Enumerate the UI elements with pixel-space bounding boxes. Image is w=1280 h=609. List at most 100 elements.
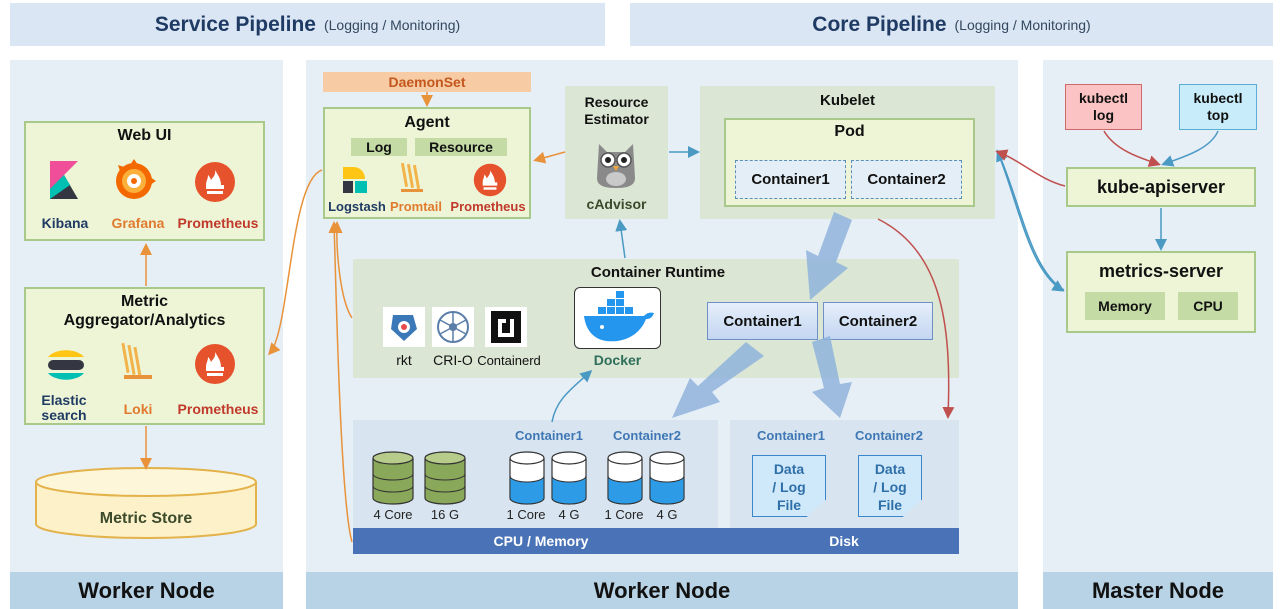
promtail-icon: [400, 162, 423, 192]
middle-worker-footer: Worker Node: [306, 572, 1018, 609]
resources-container2-label: Container2: [613, 428, 681, 443]
cpu-total-label: 4 Core: [373, 507, 413, 522]
grafana-icon: [116, 159, 156, 199]
left-worker-footer: Worker Node: [10, 572, 283, 609]
arrow-pod-to-disk: [877, 218, 955, 419]
metric-store-cylinder: [35, 467, 257, 539]
resource-estimator-box: Resource Estimator cAdvisor: [565, 86, 668, 219]
pod-title: Pod: [834, 123, 865, 140]
cpu-memory-bar: CPU / Memory: [353, 528, 729, 554]
metrics-cpu-tag: CPU: [1178, 292, 1238, 320]
agent-box: Agent Log Resource Logstash Promtail Pro…: [323, 107, 531, 219]
core-pipeline-title: Core Pipeline: [812, 12, 947, 36]
prometheus-icon-webui: [195, 162, 235, 202]
disk-container2-label: Container2: [855, 428, 923, 443]
metric-store-label: Metric Store: [99, 510, 193, 527]
container2-memory-cylinder: [649, 451, 685, 505]
cpu-cylinder: [372, 451, 414, 505]
disk-file1-line3: File: [776, 497, 802, 513]
disk-file2-line2: / Log: [873, 479, 907, 495]
arrow-runtime-to-cadvisor: [615, 219, 628, 259]
daemonset-bar: DaemonSet: [323, 72, 531, 92]
kubectl-log-box: kubectl log: [1065, 84, 1142, 130]
disk-bar: Disk: [729, 528, 959, 554]
disk-container1-file: Data / Log File: [752, 455, 826, 517]
prometheus-icon-metric: [195, 344, 235, 384]
arrow-metrics-to-kubelet: [996, 149, 1065, 291]
disk-file2-line3: File: [877, 497, 903, 513]
cadvisor-owl-icon: [597, 144, 635, 188]
metric-aggregator-box: Metric Aggregator/Analytics Elastic sear…: [24, 287, 265, 425]
core-pipeline-subtitle: (Logging / Monitoring): [954, 16, 1091, 33]
container1-cpu-label: 1 Core: [506, 507, 546, 522]
logstash-icon: [343, 167, 367, 193]
cri-o-label: CRI-O: [433, 352, 473, 368]
container2-memory-label: 4 G: [656, 507, 678, 522]
disk-file2-line1: Data: [874, 461, 906, 477]
agent-log-tag: Log: [351, 138, 407, 156]
container2-cpu-cylinder: [607, 451, 643, 505]
agent-resource-tag: Resource: [415, 138, 507, 156]
grafana-label: Grafana: [111, 215, 165, 231]
metric-aggregator-title-line1: Metric: [120, 293, 169, 310]
prometheus-label-webui: Prometheus: [177, 215, 259, 231]
containerd-label: Containerd: [477, 353, 541, 368]
container2-cpu-label: 1 Core: [604, 507, 644, 522]
prometheus-label-metric: Prometheus: [177, 401, 259, 417]
kubectl-top-line2: top: [1207, 107, 1229, 123]
container1-memory-cylinder: [551, 451, 587, 505]
service-pipeline-title: Service Pipeline: [154, 12, 316, 36]
disk-file1-line1: Data: [773, 461, 805, 477]
runtime-container1: Container1: [707, 302, 818, 340]
web-ui-box: Web UI Kibana Grafana Prometheus: [24, 121, 265, 241]
arrow-kubectl-top-to-apiserver: [1161, 130, 1219, 167]
prometheus-icon-agent: [473, 163, 507, 197]
memory-total-label: 16 G: [430, 507, 460, 522]
arrow-agent-to-metric: [268, 169, 323, 356]
rkt-label: rkt: [396, 352, 412, 368]
pod-container2: Container2: [851, 160, 962, 199]
container1-memory-label: 4 G: [558, 507, 580, 522]
cri-o-icon: [432, 307, 474, 347]
kibana-label: Kibana: [41, 215, 89, 231]
arrow-kubectl-log-to-apiserver: [1103, 130, 1161, 167]
service-pipeline-banner: Service Pipeline (Logging / Monitoring): [10, 3, 605, 46]
kubectl-top-box: kubectl top: [1179, 84, 1257, 130]
loki-icon: [121, 342, 152, 379]
resource-estimator-title-line1: Resource: [584, 94, 649, 110]
prometheus-label-agent: Prometheus: [450, 199, 526, 214]
arrow-apiserver-to-kubelet: [995, 149, 1066, 187]
kube-apiserver-box: kube-apiserver: [1066, 167, 1256, 207]
big-arrow-runtime-to-cpu: [672, 342, 764, 418]
resource-estimator-title-line2: Estimator: [584, 111, 649, 127]
memory-cylinder: [424, 451, 466, 505]
kubelet-title: Kubelet: [819, 92, 875, 109]
kubectl-log-line2: log: [1093, 107, 1114, 123]
docker-label: Docker: [593, 352, 642, 368]
kubectl-top-line1: kubectl: [1193, 90, 1243, 106]
metrics-server-title: metrics-server: [1098, 261, 1224, 281]
arrow-cpu-to-docker: [551, 369, 593, 423]
cadvisor-label: cAdvisor: [586, 196, 647, 212]
core-pipeline-banner: Core Pipeline (Logging / Monitoring): [630, 3, 1273, 46]
promtail-label: Promtail: [389, 199, 442, 214]
service-pipeline-subtitle: (Logging / Monitoring): [323, 16, 461, 33]
master-footer: Master Node: [1043, 572, 1273, 609]
loki-label: Loki: [123, 401, 153, 417]
elasticsearch-icon: [48, 350, 84, 380]
big-arrow-runtime-to-disk: [812, 336, 852, 418]
resources-container1-label: Container1: [515, 428, 583, 443]
arrow-runtime-to-agent: [330, 221, 353, 319]
metrics-memory-tag: Memory: [1085, 292, 1165, 320]
pod-container1: Container1: [735, 160, 846, 199]
docker-icon: [584, 291, 654, 342]
web-ui-title: Web UI: [117, 127, 172, 144]
arrow-kubelet-to-metrics: [999, 157, 1065, 292]
rkt-icon: [383, 307, 425, 347]
arrow-cpu-to-agent: [328, 221, 353, 543]
big-arrow-pod-to-runtime: [806, 212, 852, 300]
arrow-estimator-to-agent: [533, 151, 566, 164]
container-runtime-title: Container Runtime: [590, 264, 726, 281]
containerd-icon: [485, 307, 527, 347]
